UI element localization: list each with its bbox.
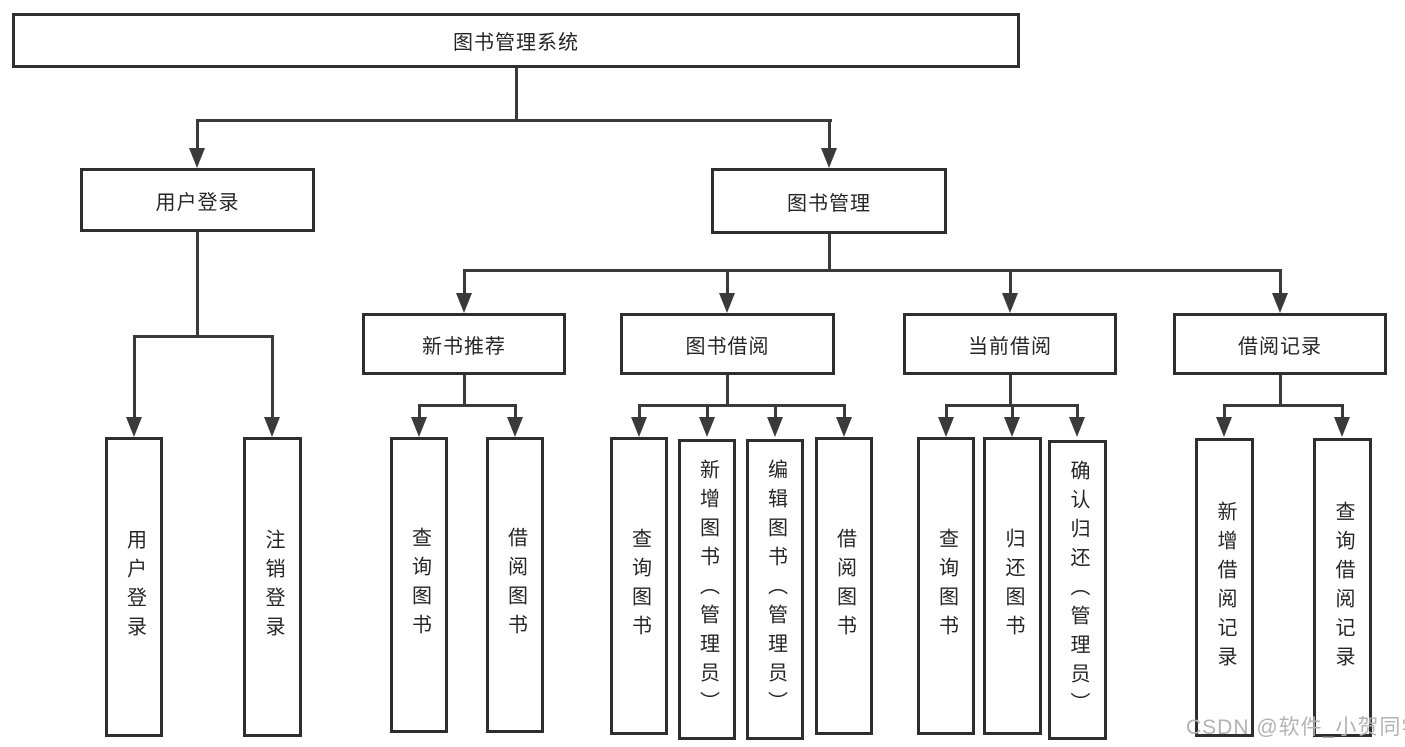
node-label: 用户登录: [155, 191, 240, 214]
node-label: 新书推荐: [422, 335, 506, 358]
connector-vline: [196, 119, 199, 149]
connector-vline: [1341, 404, 1344, 417]
arrow-down-icon: [821, 148, 837, 168]
arrow-down-icon: [1334, 417, 1350, 437]
leaf-borrow-add-books-admin: 新增图书（管理员）: [678, 439, 736, 740]
arrow-down-icon: [456, 293, 472, 313]
connector-hline: [196, 119, 832, 122]
node-label: 确认归还（管理员）: [1067, 459, 1089, 721]
leaf-records-add-record: 新增借阅记录: [1195, 438, 1254, 737]
connector-vline: [726, 269, 729, 294]
arrow-down-icon: [767, 417, 783, 437]
node-label: 当前借阅: [968, 335, 1052, 358]
connector-hline: [638, 404, 846, 407]
node-label: 图书借阅: [685, 335, 770, 358]
node-user-login: 用户登录: [80, 168, 315, 232]
connector-vline: [1009, 375, 1012, 405]
node-label: 编辑图书（管理员）: [764, 459, 787, 720]
node-book-borrow: 图书借阅: [620, 313, 835, 375]
leaf-borrow-edit-books-admin: 编辑图书（管理员）: [746, 439, 804, 740]
node-label: 查询借阅记录: [1332, 500, 1354, 675]
connector-vline: [843, 404, 846, 417]
arrow-down-icon: [631, 417, 647, 437]
connector-vline: [463, 375, 466, 405]
connector-hline: [1223, 404, 1344, 407]
connector-vline: [1223, 404, 1226, 417]
arrow-down-icon: [938, 417, 954, 437]
connector-hline: [133, 335, 274, 338]
connector-hline: [418, 404, 517, 407]
node-borrow-records: 借阅记录: [1173, 313, 1387, 375]
arrow-down-icon: [1272, 293, 1288, 313]
csdn-watermark: CSDN @软件_小贺同学: [1186, 716, 1405, 739]
leaf-current-confirm-return-admin: 确认归还（管理员）: [1048, 440, 1107, 740]
node-label: 图书管理系统: [453, 32, 579, 54]
connector-vline: [1279, 269, 1282, 294]
node-label: 查询图书: [628, 528, 651, 644]
leaf-current-return-books: 归还图书: [983, 437, 1042, 735]
connector-vline: [463, 269, 466, 294]
leaf-current-query-books: 查询图书: [917, 437, 975, 735]
connector-vline: [515, 68, 518, 120]
node-label: 借阅图书: [833, 528, 856, 644]
node-current-borrow: 当前借阅: [903, 313, 1117, 375]
node-label: 用户登录: [123, 529, 146, 645]
connector-vline: [828, 119, 831, 149]
connector-vline: [1009, 269, 1012, 294]
leaf-newbook-query-books: 查询图书: [390, 437, 448, 733]
node-label: 借阅图书: [504, 527, 527, 643]
arrow-down-icon: [836, 417, 852, 437]
connector-hline: [463, 269, 1282, 272]
arrow-down-icon: [1069, 417, 1085, 437]
node-label: 借阅记录: [1238, 335, 1322, 358]
node-label: 新增借阅记录: [1214, 500, 1236, 675]
connector-vline: [514, 404, 517, 417]
arrow-down-icon: [1004, 417, 1020, 437]
node-book-management: 图书管理: [711, 168, 947, 234]
arrow-down-icon: [699, 417, 715, 437]
leaf-borrow-borrow-books: 借阅图书: [815, 437, 873, 735]
connector-vline: [1011, 404, 1014, 417]
node-label: 查询图书: [935, 528, 958, 644]
connector-vline: [726, 375, 729, 405]
node-label: 图书管理: [787, 192, 871, 215]
arrow-down-icon: [507, 417, 523, 437]
node-label: 查询图书: [408, 527, 431, 643]
node-label: 注销登录: [262, 529, 284, 645]
leaf-user-login: 用户登录: [105, 437, 163, 737]
connector-vline: [774, 404, 777, 417]
connector-vline: [1076, 404, 1079, 417]
leaf-logout: 注销登录: [243, 437, 302, 737]
node-new-book-recommend: 新书推荐: [362, 313, 566, 375]
node-library-management-system: 图书管理系统: [12, 13, 1020, 68]
connector-vline: [945, 404, 948, 417]
arrow-down-icon: [1002, 293, 1018, 313]
connector-vline: [638, 404, 641, 417]
connector-vline: [196, 232, 199, 336]
connector-vline: [133, 335, 136, 417]
arrow-down-icon: [189, 148, 205, 168]
leaf-records-query-record: 查询借阅记录: [1313, 438, 1372, 737]
connector-vline: [271, 335, 274, 417]
arrow-down-icon: [126, 417, 142, 437]
leaf-newbook-borrow-books: 借阅图书: [486, 437, 544, 733]
arrow-down-icon: [411, 417, 427, 437]
connector-vline: [1279, 375, 1282, 405]
leaf-borrow-query-books: 查询图书: [610, 437, 668, 735]
connector-vline: [418, 404, 421, 417]
node-label: 归还图书: [1002, 528, 1024, 644]
arrow-down-icon: [719, 293, 735, 313]
arrow-down-icon: [264, 417, 280, 437]
arrow-down-icon: [1216, 417, 1232, 437]
connector-vline: [828, 234, 831, 270]
connector-vline: [706, 404, 709, 417]
node-label: 新增图书（管理员）: [696, 459, 719, 720]
